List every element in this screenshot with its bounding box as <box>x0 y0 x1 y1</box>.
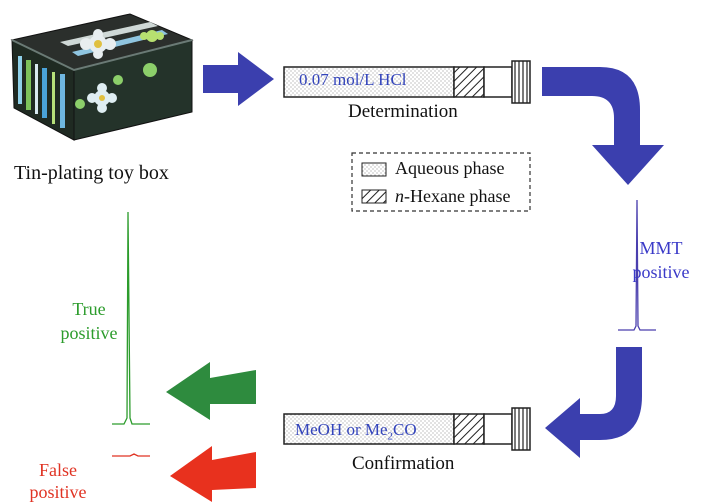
confirmation-tube <box>283 407 531 451</box>
top-tube-label: 0.07 mol/L HCl <box>299 70 407 89</box>
legend-hexane-rest: -Hexane phase <box>404 186 511 206</box>
true-line2: positive <box>60 323 118 343</box>
true-positive-label: True positive <box>54 297 124 345</box>
determination-tube <box>283 60 531 104</box>
mmt-line1: MMT <box>639 238 683 258</box>
false-positive-baseline <box>112 453 150 457</box>
mmt-positive-label: MMT positive <box>606 236 712 284</box>
confirmation-label: Confirmation <box>352 453 455 474</box>
mmt-line2: positive <box>632 262 690 282</box>
toy-box-label: Tin-plating toy box <box>14 162 169 184</box>
legend-hexane-label: n-Hexane phase <box>395 186 510 207</box>
green-arrow-left <box>166 362 256 420</box>
blue-arrow-right <box>203 52 274 106</box>
legend <box>351 152 531 212</box>
false-line2: positive <box>29 482 87 502</box>
determination-label: Determination <box>348 101 458 122</box>
true-positive-peak <box>112 211 150 425</box>
bottom-tube-text-a: MeOH or Me <box>295 420 388 439</box>
aqueous-swatch <box>361 162 387 177</box>
mmt-peak <box>618 199 656 331</box>
false-positive-label: False positive <box>18 459 98 503</box>
true-line1: True <box>72 299 106 319</box>
toy-box-image <box>10 13 194 141</box>
false-line1: False <box>39 460 77 480</box>
legend-hexane-n: n <box>395 186 404 206</box>
blue-arrow-curve-down <box>542 67 664 185</box>
bottom-tube-text-b: CO <box>393 420 417 439</box>
blue-arrow-curve-left <box>545 347 642 458</box>
hexane-swatch <box>361 189 387 204</box>
red-arrow-left <box>170 446 256 502</box>
bottom-tube-subscript: 2 <box>387 430 394 443</box>
bottom-tube-label: MeOH or Me2CO <box>295 420 417 442</box>
legend-aqueous-label: Aqueous phase <box>395 158 505 178</box>
